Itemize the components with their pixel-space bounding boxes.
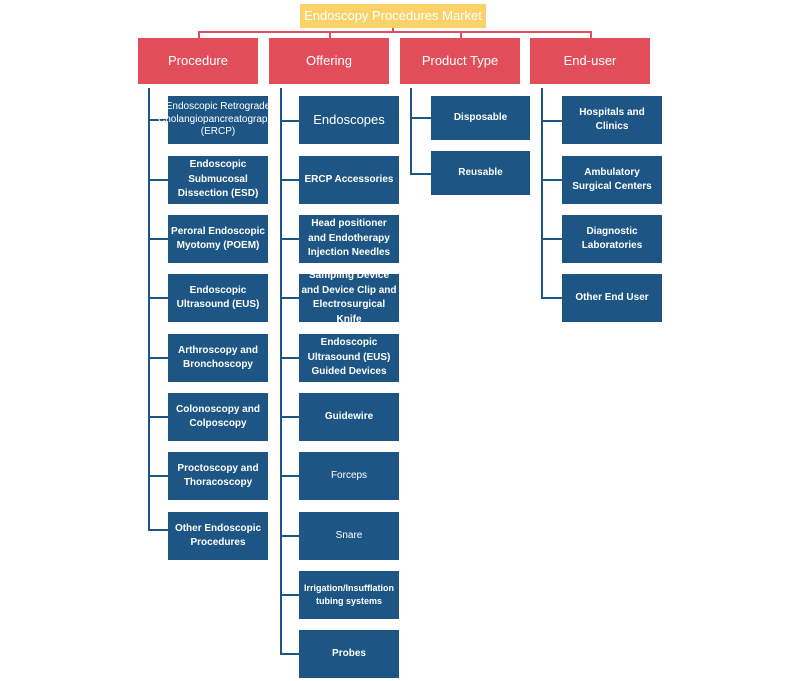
offering-branch	[280, 653, 299, 655]
procedure-branch	[148, 179, 168, 181]
procedure-branch	[148, 475, 168, 477]
procedure-arthroscopy-bronchoscopy: Arthroscopy and Bronchoscopy	[168, 334, 268, 382]
offering-forceps: Forceps	[299, 452, 399, 500]
end-user-branch	[541, 179, 562, 181]
end-user-branch	[541, 120, 562, 122]
procedure-branch	[148, 238, 168, 240]
category-procedure: Procedure	[138, 38, 258, 84]
offering-branch	[280, 297, 299, 299]
end-user-branch	[541, 297, 562, 299]
offering-ercp-accessories: ERCP Accessories	[299, 156, 399, 204]
offering-endoscopes: Endoscopes	[299, 96, 399, 144]
root-node: Endoscopy Procedures Market	[300, 4, 486, 28]
connector-offering	[329, 31, 331, 39]
offering-trunk	[280, 88, 282, 654]
product-type-branch	[410, 117, 431, 119]
offering-branch	[280, 416, 299, 418]
category-end-user: End-user	[530, 38, 650, 84]
procedure-ercp: Endoscopic Retrograde Cholangiopancreato…	[158, 96, 278, 144]
end-user-branch	[541, 238, 562, 240]
procedure-proctoscopy-thoracoscopy: Proctoscopy and Thoracoscopy	[168, 452, 268, 500]
end-user-other: Other End User	[562, 274, 662, 322]
procedure-branch	[148, 357, 168, 359]
end-user-hospitals-clinics: Hospitals and Clinics	[562, 96, 662, 144]
product-type-disposable: Disposable	[431, 96, 530, 140]
procedure-eus: Endoscopic Ultrasound (EUS)	[168, 274, 268, 322]
procedure-branch	[148, 119, 168, 121]
offering-branch	[280, 357, 299, 359]
connector-procedure	[198, 31, 200, 39]
offering-irrigation-tubing: Irrigation/Insufflation tubing systems	[299, 571, 399, 619]
offering-branch	[280, 179, 299, 181]
product-type-branch	[410, 173, 431, 175]
category-offering: Offering	[269, 38, 389, 84]
procedure-esd: Endoscopic Submucosal Dissection (ESD)	[168, 156, 268, 204]
end-user-diagnostic-laboratories: Diagnostic Laboratories	[562, 215, 662, 263]
connector-end-user	[590, 31, 592, 39]
product-type-reusable: Reusable	[431, 151, 530, 195]
offering-branch	[280, 238, 299, 240]
end-user-ambulatory-surgical-centers: Ambulatory Surgical Centers	[562, 156, 662, 204]
offering-branch	[280, 120, 299, 122]
offering-guidewire: Guidewire	[299, 393, 399, 441]
procedure-branch	[148, 297, 168, 299]
root-connector-horizontal	[198, 31, 591, 33]
procedure-poem: Peroral Endoscopic Myotomy (POEM)	[168, 215, 268, 263]
offering-branch	[280, 594, 299, 596]
procedure-other: Other Endoscopic Procedures	[168, 512, 268, 560]
connector-product-type	[460, 31, 462, 39]
root-connector-vertical	[392, 28, 394, 32]
procedure-branch	[148, 416, 168, 418]
offering-head-positioner: Head positioner and Endotherapy Injectio…	[299, 215, 399, 263]
procedure-colonoscopy-colposcopy: Colonoscopy and Colposcopy	[168, 393, 268, 441]
offering-snare: Snare	[299, 512, 399, 560]
product-type-trunk	[410, 88, 412, 174]
category-product-type: Product Type	[400, 38, 520, 84]
procedure-branch	[148, 529, 168, 531]
offering-probes: Probes	[299, 630, 399, 678]
offering-branch	[280, 475, 299, 477]
offering-sampling-device: Sampling Device and Device Clip and Elec…	[299, 270, 399, 325]
offering-eus-guided-devices: Endoscopic Ultrasound (EUS) Guided Devic…	[299, 334, 399, 382]
offering-branch	[280, 535, 299, 537]
procedure-trunk	[148, 88, 150, 530]
end-user-trunk	[541, 88, 543, 299]
